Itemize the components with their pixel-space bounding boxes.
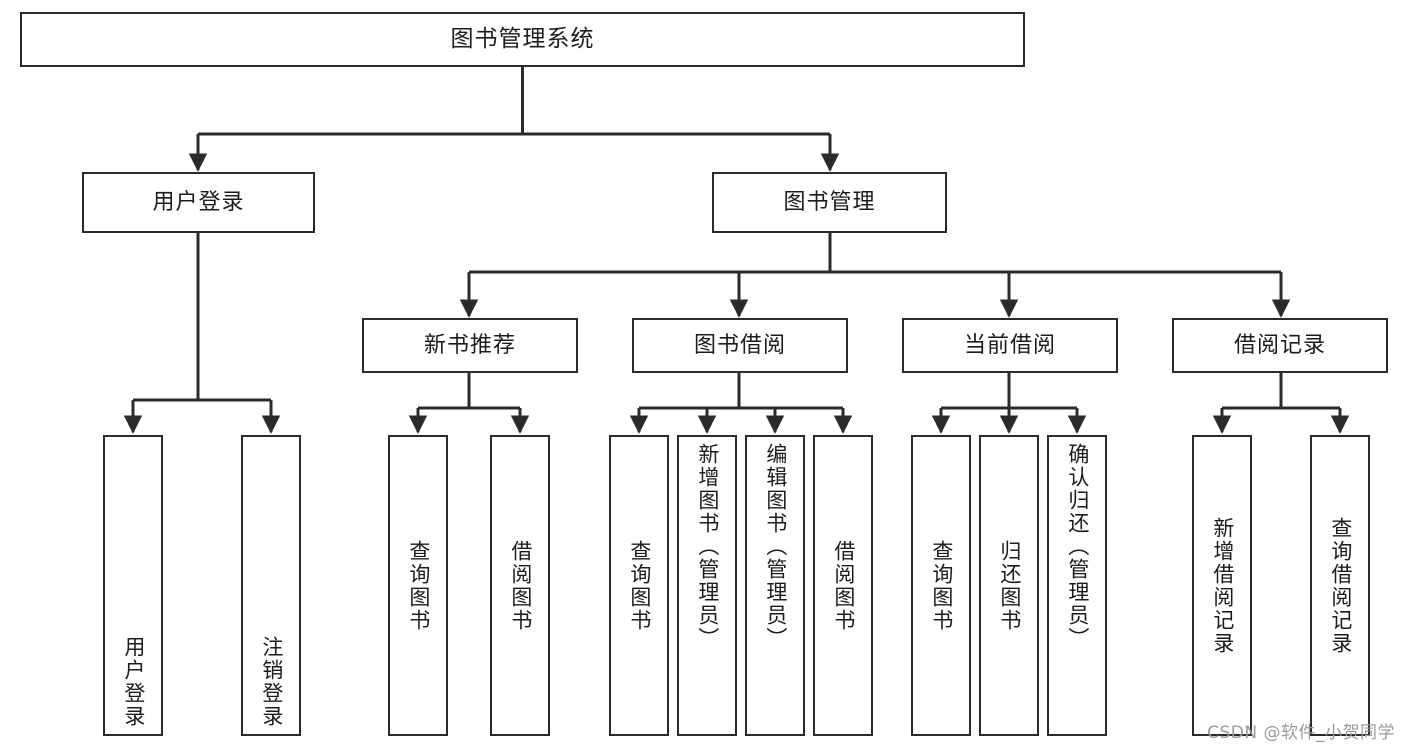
node-book-management[interactable]: 图书管理 — [712, 172, 947, 233]
node-book-borrow[interactable]: 图书借阅 — [632, 318, 848, 373]
leaf-label: 注销登录 — [259, 636, 284, 728]
leaf-book-borrow-add[interactable]: 新增图书（管理员） — [677, 435, 737, 736]
leaf-book-borrow-borrow[interactable]: 借阅图书 — [813, 435, 873, 736]
node-new-book-recommend[interactable]: 新书推荐 — [362, 318, 578, 373]
csdn-watermark: CSDN @软件_小贺同学 — [1207, 723, 1395, 743]
node-label: 图书管理系统 — [450, 26, 595, 53]
leaf-label: 确认归还（管理员） — [1065, 443, 1090, 650]
leaf-label: 查询图书 — [929, 539, 954, 632]
leaf-book-borrow-edit[interactable]: 编辑图书（管理员） — [745, 435, 805, 736]
leaf-label: 查询图书 — [627, 539, 652, 632]
leaf-label: 查询借阅记录 — [1328, 516, 1353, 655]
leaf-new-book-borrow[interactable]: 借阅图书 — [490, 435, 550, 736]
leaf-book-borrow-query[interactable]: 查询图书 — [609, 435, 669, 736]
leaf-current-borrow-return[interactable]: 归还图书 — [979, 435, 1039, 736]
leaf-label: 归还图书 — [997, 539, 1022, 632]
leaf-new-book-query[interactable]: 查询图书 — [388, 435, 448, 736]
node-label: 用户登录 — [152, 189, 245, 215]
leaf-label: 新增图书（管理员） — [695, 443, 720, 650]
leaf-current-borrow-confirm-return[interactable]: 确认归还（管理员） — [1047, 435, 1107, 736]
node-label: 图书管理 — [783, 189, 876, 215]
leaf-label: 借阅图书 — [508, 539, 533, 632]
node-label: 图书借阅 — [693, 332, 786, 358]
leaf-label: 用户登录 — [121, 636, 146, 728]
leaf-borrow-records-query[interactable]: 查询借阅记录 — [1310, 435, 1370, 736]
node-borrow-records[interactable]: 借阅记录 — [1172, 318, 1388, 373]
leaf-label: 查询图书 — [406, 539, 431, 632]
node-label: 借阅记录 — [1233, 332, 1326, 358]
leaf-current-borrow-query[interactable]: 查询图书 — [911, 435, 971, 736]
leaf-label: 新增借阅记录 — [1210, 516, 1235, 655]
node-book-management-system[interactable]: 图书管理系统 — [20, 12, 1025, 67]
node-label: 新书推荐 — [423, 332, 516, 358]
leaf-label: 借阅图书 — [831, 539, 856, 632]
node-user-login[interactable]: 用户登录 — [82, 172, 315, 233]
node-current-borrow[interactable]: 当前借阅 — [902, 318, 1118, 373]
leaf-user-login-login[interactable]: 用户登录 — [103, 435, 163, 736]
leaf-label: 编辑图书（管理员） — [763, 443, 788, 650]
leaf-borrow-records-add[interactable]: 新增借阅记录 — [1192, 435, 1252, 736]
node-label: 当前借阅 — [963, 332, 1056, 358]
leaf-user-login-logout[interactable]: 注销登录 — [241, 435, 301, 736]
